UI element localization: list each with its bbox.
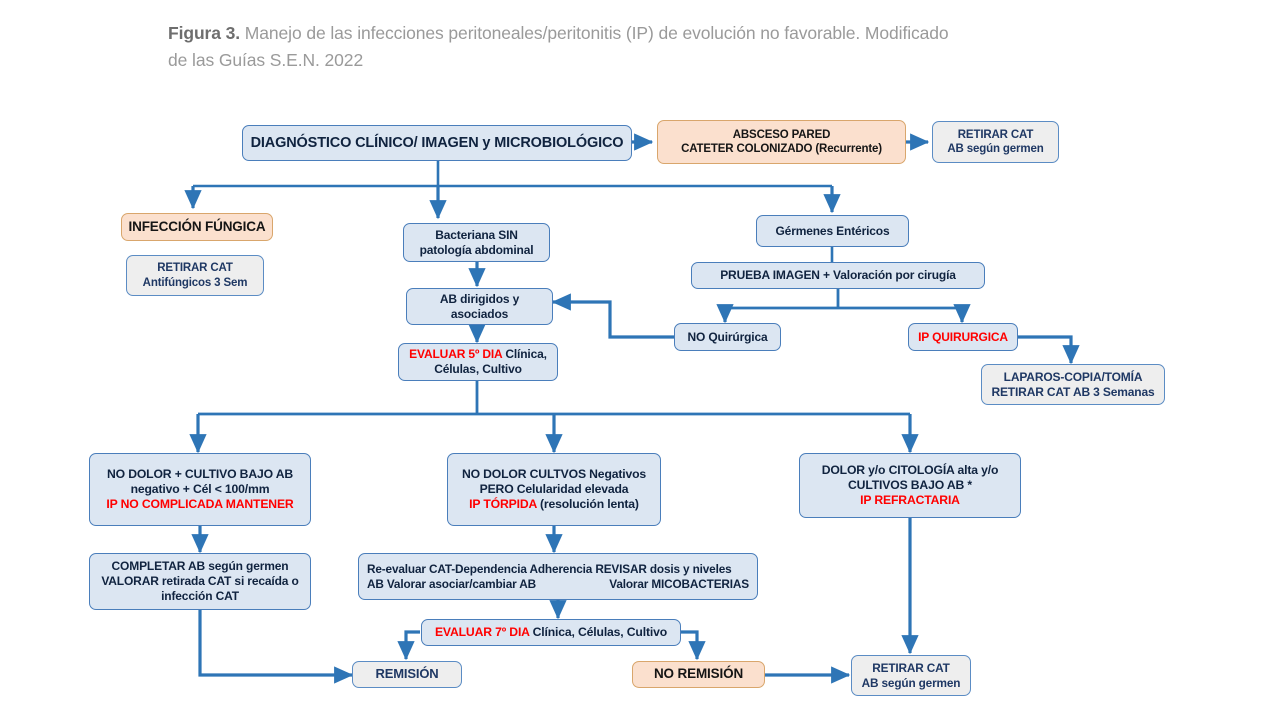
edge-completar-remision xyxy=(198,610,354,684)
node-evaluar5-line1: EVALUAR 5º DIA Clínica, xyxy=(409,347,547,362)
node-retirar-cat-fungica[interactable]: RETIRAR CAT Antifúngicos 3 Sem xyxy=(126,255,264,296)
node-laparos-line1: LAPAROS-COPIA/TOMÍA xyxy=(1003,369,1143,384)
node-retirar-cat-fungica-line2: Antifúngicos 3 Sem xyxy=(142,276,248,289)
node-refractaria-line2: CULTIVOS BAJO AB * xyxy=(848,477,972,492)
node-retirar-cat-bottom-line1: RETIRAR CAT xyxy=(872,660,950,675)
node-prueba-imagen[interactable]: PRUEBA IMAGEN + Valoración por cirugía xyxy=(691,262,985,289)
node-completar-ab[interactable]: COMPLETAR AB según germen VALORAR retira… xyxy=(89,553,311,610)
node-ab-dirigidos-line1: AB dirigidos y xyxy=(439,291,520,306)
node-retirar-cat-fungica-line1: RETIRAR CAT xyxy=(157,262,233,275)
node-evaluar7-rest: Clínica, Células, Cultivo xyxy=(529,624,668,639)
edge-evaluar7-noremision xyxy=(680,630,706,661)
node-remision-label: REMISIÓN xyxy=(375,666,439,682)
figure-caption-text: Manejo de las infecciones peritoneales/p… xyxy=(168,23,949,71)
node-absceso-line2: CATETER COLONIZADO (Recurrente) xyxy=(681,143,882,155)
node-torpida-line2: PERO Celularidad elevada xyxy=(479,481,629,496)
node-no-quirurgica[interactable]: NO Quirúrgica xyxy=(674,323,781,351)
node-refractaria-line1: DOLOR y/o CITOLOGÍA alta y/o xyxy=(821,462,999,477)
node-retirar-cat-top-line2: AB según germen xyxy=(947,143,1044,155)
node-ab-dirigidos-line2: asociados xyxy=(450,306,509,321)
node-refractaria-line3: IP REFRACTARIA xyxy=(860,493,960,508)
node-retirar-cat-bottom-line2: AB según germen xyxy=(861,675,961,690)
node-prueba-imagen-label: PRUEBA IMAGEN + Valoración por cirugía xyxy=(720,268,956,282)
node-completar-line2: VALORAR retirada CAT si recaída o xyxy=(101,574,299,588)
node-reevaluar-line2: AB Valorar asociar/cambiar AB Valorar MI… xyxy=(367,577,749,592)
node-absceso-pared[interactable]: ABSCESO PARED CATETER COLONIZADO (Recurr… xyxy=(657,120,906,164)
node-bacteriana-line1: Bacteriana SIN xyxy=(435,227,518,242)
edge-ipquirurgica-laparos xyxy=(1018,335,1080,365)
node-diagnostico-clinico[interactable]: DIAGNÓSTICO CLÍNICO/ IMAGEN y MICROBIOLÓ… xyxy=(242,125,632,161)
node-infeccion-fungica-label: INFECCIÓN FÚNGICA xyxy=(128,218,266,234)
node-ip-quirurgica[interactable]: IP QUIRURGICA xyxy=(908,323,1018,351)
node-evaluar-5-dia[interactable]: EVALUAR 5º DIA Clínica, Células, Cultivo xyxy=(398,343,558,381)
node-torpida-rest: (resolución lenta) xyxy=(536,497,639,512)
figure-label: Figura 3. xyxy=(168,23,241,43)
node-no-complicada-line3: IP NO COMPLICADA MANTENER xyxy=(106,497,294,512)
node-bacteriana-sin-patologia[interactable]: Bacteriana SIN patología abdominal xyxy=(403,223,550,262)
node-germenes-label: Gérmenes Entéricos xyxy=(775,223,890,238)
node-laparoscopia[interactable]: LAPAROS-COPIA/TOMÍA RETIRAR CAT AB 3 Sem… xyxy=(981,364,1165,405)
node-reevaluar-cat[interactable]: Re-evaluar CAT-Dependencia Adherencia RE… xyxy=(358,553,758,600)
node-evaluar5-rest: Clínica, xyxy=(502,347,547,361)
figure-caption: Figura 3. Manejo de las infecciones peri… xyxy=(168,20,968,74)
node-evaluar-7-dia[interactable]: EVALUAR 7º DIA Clínica, Células, Cultivo xyxy=(421,619,681,646)
node-reevaluar-line2b: Valorar MICOBACTERIAS xyxy=(609,576,749,591)
node-torpida-red: IP TÓRPIDA xyxy=(469,497,537,512)
node-no-complicada-line2: negativo + Cél < 100/mm xyxy=(130,481,270,496)
node-laparos-line2: RETIRAR CAT AB 3 Semanas xyxy=(991,384,1155,399)
node-absceso-line1: ABSCESO PARED xyxy=(732,128,831,141)
node-ip-torpida[interactable]: NO DOLOR CULTVOS Negativos PERO Celulari… xyxy=(447,453,661,526)
node-retirar-cat-top-line1: RETIRAR CAT xyxy=(957,128,1034,141)
node-bacteriana-line2: patología abdominal xyxy=(419,242,534,257)
node-no-quirurgica-label: NO Quirúrgica xyxy=(687,329,768,344)
edge-noquirurgica-abdirigidos xyxy=(551,293,677,339)
node-completar-line3: infección CAT xyxy=(161,589,239,603)
node-diagnostico-label: DIAGNÓSTICO CLÍNICO/ IMAGEN y MICROBIOLÓ… xyxy=(250,134,624,151)
node-reevaluar-line2a: AB Valorar asociar/cambiar AB xyxy=(367,576,536,591)
node-evaluar7-text: EVALUAR 7º DIA Clínica, Células, Cultivo xyxy=(435,625,667,640)
node-evaluar5-line2: Células, Cultivo xyxy=(434,362,522,376)
node-germenes-entericos[interactable]: Gérmenes Entéricos xyxy=(756,215,909,247)
node-no-remision[interactable]: NO REMISIÓN xyxy=(632,661,765,688)
node-reevaluar-line1: Re-evaluar CAT-Dependencia Adherencia RE… xyxy=(367,561,732,576)
node-ab-dirigidos[interactable]: AB dirigidos y asociados xyxy=(406,288,553,325)
node-torpida-line1: NO DOLOR CULTVOS Negativos xyxy=(461,466,647,481)
node-ip-quirurgica-label: IP QUIRURGICA xyxy=(918,329,1008,344)
node-infeccion-fungica[interactable]: INFECCIÓN FÚNGICA xyxy=(121,213,273,241)
node-ip-refractaria[interactable]: DOLOR y/o CITOLOGÍA alta y/o CULTIVOS BA… xyxy=(799,453,1021,518)
node-retirar-cat-top[interactable]: RETIRAR CAT AB según germen xyxy=(932,121,1059,163)
edge-evaluar7-remision xyxy=(397,630,420,661)
node-evaluar5-red: EVALUAR 5º DIA xyxy=(409,347,503,361)
node-completar-line1: COMPLETAR AB según germen xyxy=(111,559,289,573)
node-ip-no-complicada[interactable]: NO DOLOR + CULTIVO BAJO AB negativo + Cé… xyxy=(89,453,311,526)
node-retirar-cat-bottom[interactable]: RETIRAR CAT AB según germen xyxy=(851,655,971,696)
node-torpida-line3: IP TÓRPIDA (resolución lenta) xyxy=(469,497,639,512)
node-evaluar7-red: EVALUAR 7º DIA xyxy=(434,624,530,639)
node-no-complicada-line1: NO DOLOR + CULTIVO BAJO AB xyxy=(106,466,294,481)
node-remision[interactable]: REMISIÓN xyxy=(352,661,462,688)
node-no-remision-label: NO REMISIÓN xyxy=(653,666,744,682)
